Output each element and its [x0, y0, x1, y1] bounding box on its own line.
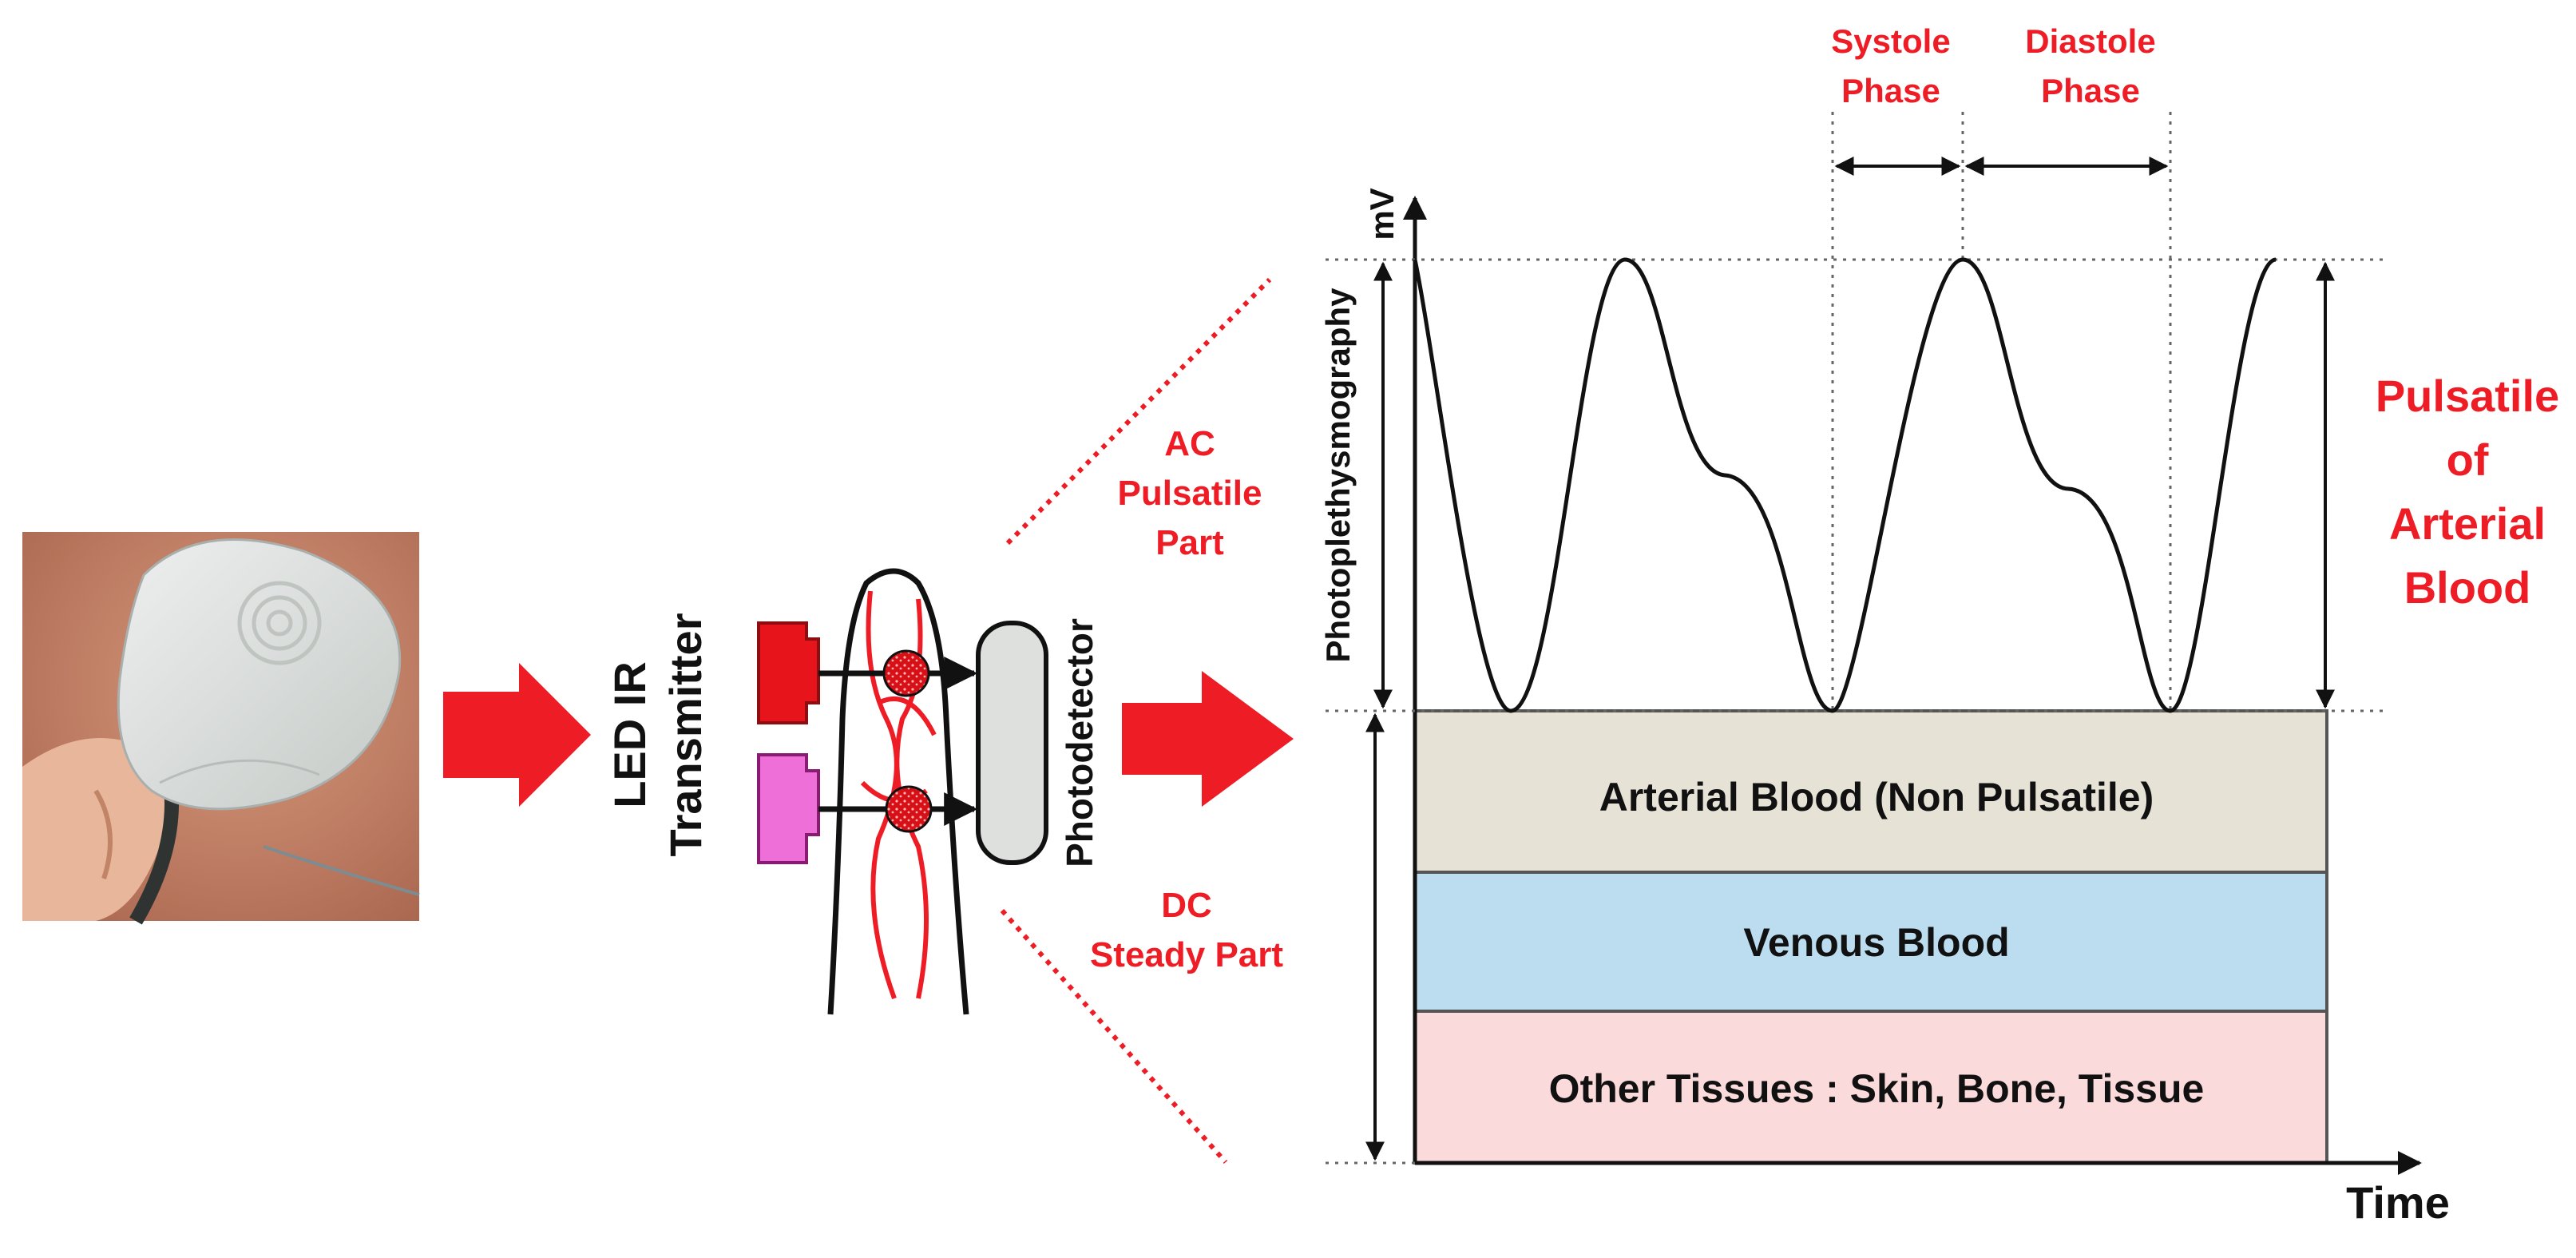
- dc-label: DC Steady Part: [1090, 886, 1283, 974]
- layer-tissue-label: Other Tissues : Skin, Bone, Tissue: [1549, 1066, 2205, 1111]
- systole-label: Systole Phase: [1831, 22, 1950, 109]
- svg-text:Part: Part: [1155, 523, 1224, 562]
- led-ir-label: LED IR: [604, 661, 655, 808]
- photodetector-label: Photodetector: [1059, 618, 1100, 867]
- svg-text:Arterial: Arterial: [2389, 498, 2546, 549]
- svg-text:Phase: Phase: [1841, 72, 1940, 109]
- flow-arrow-1: [443, 663, 591, 807]
- svg-text:DC: DC: [1161, 886, 1212, 925]
- svg-text:Pulsatile: Pulsatile: [2376, 371, 2559, 421]
- diastole-label: Diastole Phase: [2025, 22, 2155, 109]
- svg-text:Systole: Systole: [1831, 22, 1950, 60]
- layer-venous-band: [1413, 871, 2328, 1013]
- svg-text:Steady Part: Steady Part: [1090, 935, 1283, 974]
- flow-arrow-2: [1122, 671, 1294, 807]
- svg-text:Pulsatile: Pulsatile: [1118, 474, 1262, 513]
- svg-text:of: of: [2447, 435, 2489, 485]
- svg-text:Phase: Phase: [2041, 72, 2140, 109]
- sensor-schematic: [757, 568, 1048, 1015]
- photodetector-element: [976, 621, 1048, 865]
- ac-label: AC Pulsatile Part: [1118, 424, 1262, 562]
- transmitter-label: Transmitter: [660, 613, 711, 857]
- x-axis-label: Time: [2346, 1177, 2450, 1228]
- svg-text:AC: AC: [1164, 424, 1215, 463]
- layer-arterial-label: Arterial Blood (Non Pulsatile): [1599, 775, 2154, 819]
- y-axis-label: Photoplethysmography: [1319, 288, 1357, 663]
- finger-sensor-photo: [22, 532, 420, 925]
- layer-arterial-band: [1413, 709, 2328, 874]
- svg-text:Blood: Blood: [2404, 562, 2531, 613]
- layer-tissue-band: [1413, 1010, 2328, 1165]
- ppg-waveform: [1413, 257, 2277, 713]
- y-axis-unit: mV: [1363, 188, 1401, 240]
- layer-venous-label: Venous Blood: [1743, 920, 2009, 965]
- red-led: [757, 621, 820, 724]
- zoom-line-bottom: [1000, 909, 1228, 1164]
- svg-text:Diastole: Diastole: [2025, 22, 2155, 60]
- pulsatile-arterial-label: Pulsatile of Arterial Blood: [2376, 371, 2559, 613]
- magenta-led: [757, 753, 820, 864]
- ppg-graph: Arterial Blood (Non Pulsatile) Venous Bl…: [1326, 112, 2422, 1175]
